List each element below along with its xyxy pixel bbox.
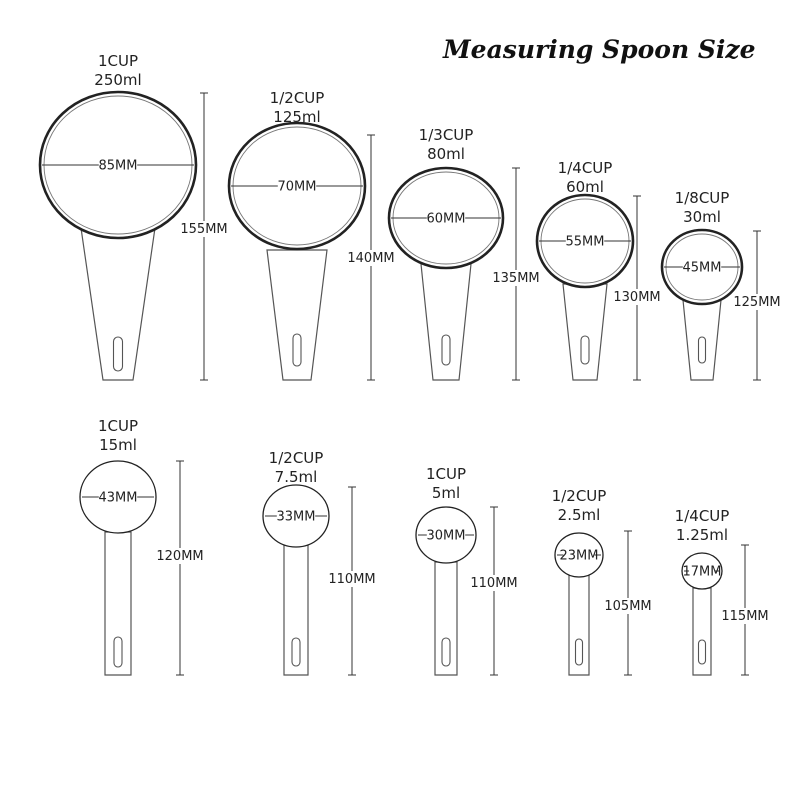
diameter-label-bg bbox=[565, 233, 605, 249]
diameter-label-bg bbox=[426, 210, 466, 226]
cup-label: 1CUP bbox=[426, 465, 466, 483]
diameter-label-bg bbox=[98, 489, 138, 505]
volume-label: 2.5ml bbox=[558, 506, 601, 524]
hang-slot bbox=[292, 333, 302, 367]
diameter-label-bg bbox=[689, 563, 715, 579]
hang-slot bbox=[291, 637, 301, 667]
hang-slot bbox=[580, 335, 590, 365]
spoon-handle bbox=[266, 249, 328, 381]
diameter-label-bg bbox=[682, 259, 722, 275]
volume-label: 125ml bbox=[273, 108, 320, 126]
cup-label: 1/2CUP bbox=[270, 89, 325, 107]
length-label: 115MM bbox=[721, 609, 768, 624]
diameter-label: 43MM bbox=[99, 491, 138, 506]
length-label-bg bbox=[348, 250, 394, 266]
diameter-label: 60MM bbox=[427, 212, 466, 227]
diameter-label-bg bbox=[98, 157, 138, 173]
diameter-label-bg bbox=[563, 547, 595, 563]
diameter-label: 70MM bbox=[278, 180, 317, 195]
volume-label: 80ml bbox=[427, 145, 465, 163]
length-label: 135MM bbox=[492, 271, 539, 286]
hang-slot bbox=[441, 334, 451, 366]
diameter-label: 85MM bbox=[99, 159, 138, 174]
volume-label: 60ml bbox=[566, 178, 604, 196]
length-label: 110MM bbox=[328, 572, 375, 587]
diagram-title: Measuring Spoon Size bbox=[442, 35, 755, 64]
cup-label: 1/8CUP bbox=[675, 189, 730, 207]
diameter-label: 23MM bbox=[560, 549, 599, 564]
hang-slot bbox=[574, 638, 584, 666]
length-label-bg bbox=[722, 608, 768, 624]
cup-label: 1CUP bbox=[98, 52, 138, 70]
cup-label: 1/2CUP bbox=[269, 449, 324, 467]
cup-label: 1/4CUP bbox=[558, 159, 613, 177]
hang-slot bbox=[441, 637, 451, 667]
length-label: 125MM bbox=[733, 295, 780, 310]
length-label: 130MM bbox=[613, 290, 660, 305]
volume-label: 250ml bbox=[94, 71, 141, 89]
length-label-bg bbox=[605, 598, 651, 614]
diameter-label: 33MM bbox=[277, 510, 316, 525]
length-label-bg bbox=[471, 575, 517, 591]
spoon-handle bbox=[562, 283, 608, 381]
length-label: 155MM bbox=[180, 222, 227, 237]
length-label: 140MM bbox=[347, 251, 394, 266]
length-label: 110MM bbox=[470, 576, 517, 591]
length-label-bg bbox=[329, 571, 375, 587]
length-label-bg bbox=[157, 548, 203, 564]
hang-slot bbox=[112, 336, 124, 372]
diameter-label-bg bbox=[277, 178, 317, 194]
volume-label: 30ml bbox=[683, 208, 721, 226]
hang-slot bbox=[697, 336, 707, 364]
volume-label: 7.5ml bbox=[275, 468, 318, 486]
length-label-bg bbox=[493, 270, 539, 286]
length-label-bg bbox=[614, 289, 660, 305]
diameter-label-bg bbox=[276, 508, 316, 524]
diameter-label: 45MM bbox=[683, 261, 722, 276]
cup-label: 1/4CUP bbox=[675, 507, 730, 525]
spoon-group: 85MM155MM1CUP250ml70MM140MM1/2CUP125ml60… bbox=[38, 52, 781, 676]
cup-label: 1/3CUP bbox=[419, 126, 474, 144]
volume-label: 1.25ml bbox=[676, 526, 728, 544]
diameter-label: 17MM bbox=[683, 565, 722, 580]
diameter-label-bg bbox=[426, 527, 466, 543]
length-label-bg bbox=[734, 294, 780, 310]
volume-label: 5ml bbox=[432, 484, 460, 502]
length-label-bg bbox=[181, 221, 227, 237]
length-label: 120MM bbox=[156, 549, 203, 564]
hang-slot bbox=[697, 639, 707, 665]
diameter-label: 30MM bbox=[427, 529, 466, 544]
diameter-label: 55MM bbox=[566, 235, 605, 250]
cup-label: 1CUP bbox=[98, 417, 138, 435]
volume-label: 15ml bbox=[99, 436, 137, 454]
cup-label: 1/2CUP bbox=[552, 487, 607, 505]
length-label: 105MM bbox=[604, 599, 651, 614]
hang-slot bbox=[113, 636, 123, 668]
